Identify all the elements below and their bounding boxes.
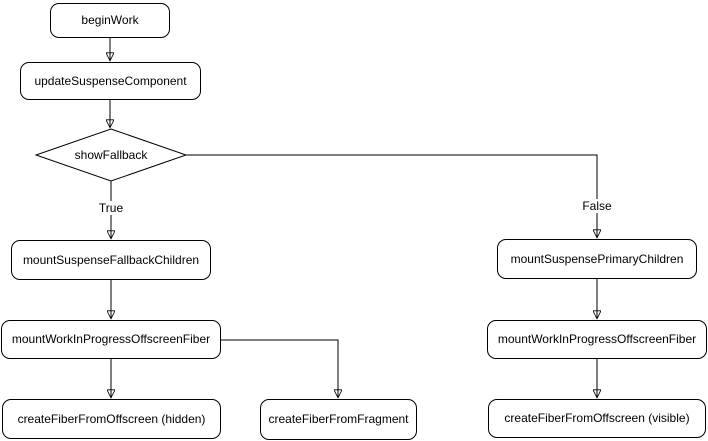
edge-label-true: True xyxy=(96,201,126,215)
node-showfallback-label: showFallback xyxy=(74,148,148,162)
node-beginwork: beginWork xyxy=(50,3,170,38)
edge-offscreenfiber-fragment xyxy=(221,339,338,397)
node-createfiberfromfragment-label: createFiberFromFragment xyxy=(268,412,409,427)
edge-showfallback-false xyxy=(186,154,597,237)
node-mountworkinprogressoffscreenfiber-left: mountWorkInProgressOffscreenFiber xyxy=(1,320,221,359)
node-createfiberfromoffscreen-visible-label: createFiberFromOffscreen (visible) xyxy=(504,411,690,426)
node-mountsuspenseprimarychildren-label: mountSuspensePrimaryChildren xyxy=(510,251,684,266)
node-mountsuspensefallbackchildren-label: mountSuspenseFallbackChildren xyxy=(22,252,200,267)
node-mountworkinprogressoffscreenfiber-right: mountWorkInProgressOffscreenFiber xyxy=(487,320,707,359)
node-mountsuspenseprimarychildren: mountSuspensePrimaryChildren xyxy=(497,239,697,279)
node-mountworkinprogressoffscreenfiber-right-label: mountWorkInProgressOffscreenFiber xyxy=(497,332,697,347)
node-createfiberfromoffscreen-hidden-label: createFiberFromOffscreen (hidden) xyxy=(17,411,206,426)
decision-diamond-shape xyxy=(34,128,188,182)
node-createfiberfromoffscreen-visible: createFiberFromOffscreen (visible) xyxy=(488,399,706,438)
node-updatesuspensecomponent: updateSuspenseComponent xyxy=(20,62,201,100)
node-beginwork-label: beginWork xyxy=(81,13,139,28)
node-mountsuspensefallbackchildren: mountSuspenseFallbackChildren xyxy=(11,240,211,280)
node-mountworkinprogressoffscreenfiber-left-label: mountWorkInProgressOffscreenFiber xyxy=(11,332,211,347)
node-createfiberfromfragment: createFiberFromFragment xyxy=(260,399,417,440)
edge-label-false: False xyxy=(580,199,614,213)
node-updatesuspensecomponent-label: updateSuspenseComponent xyxy=(34,73,187,88)
node-createfiberfromoffscreen-hidden: createFiberFromOffscreen (hidden) xyxy=(2,399,221,439)
